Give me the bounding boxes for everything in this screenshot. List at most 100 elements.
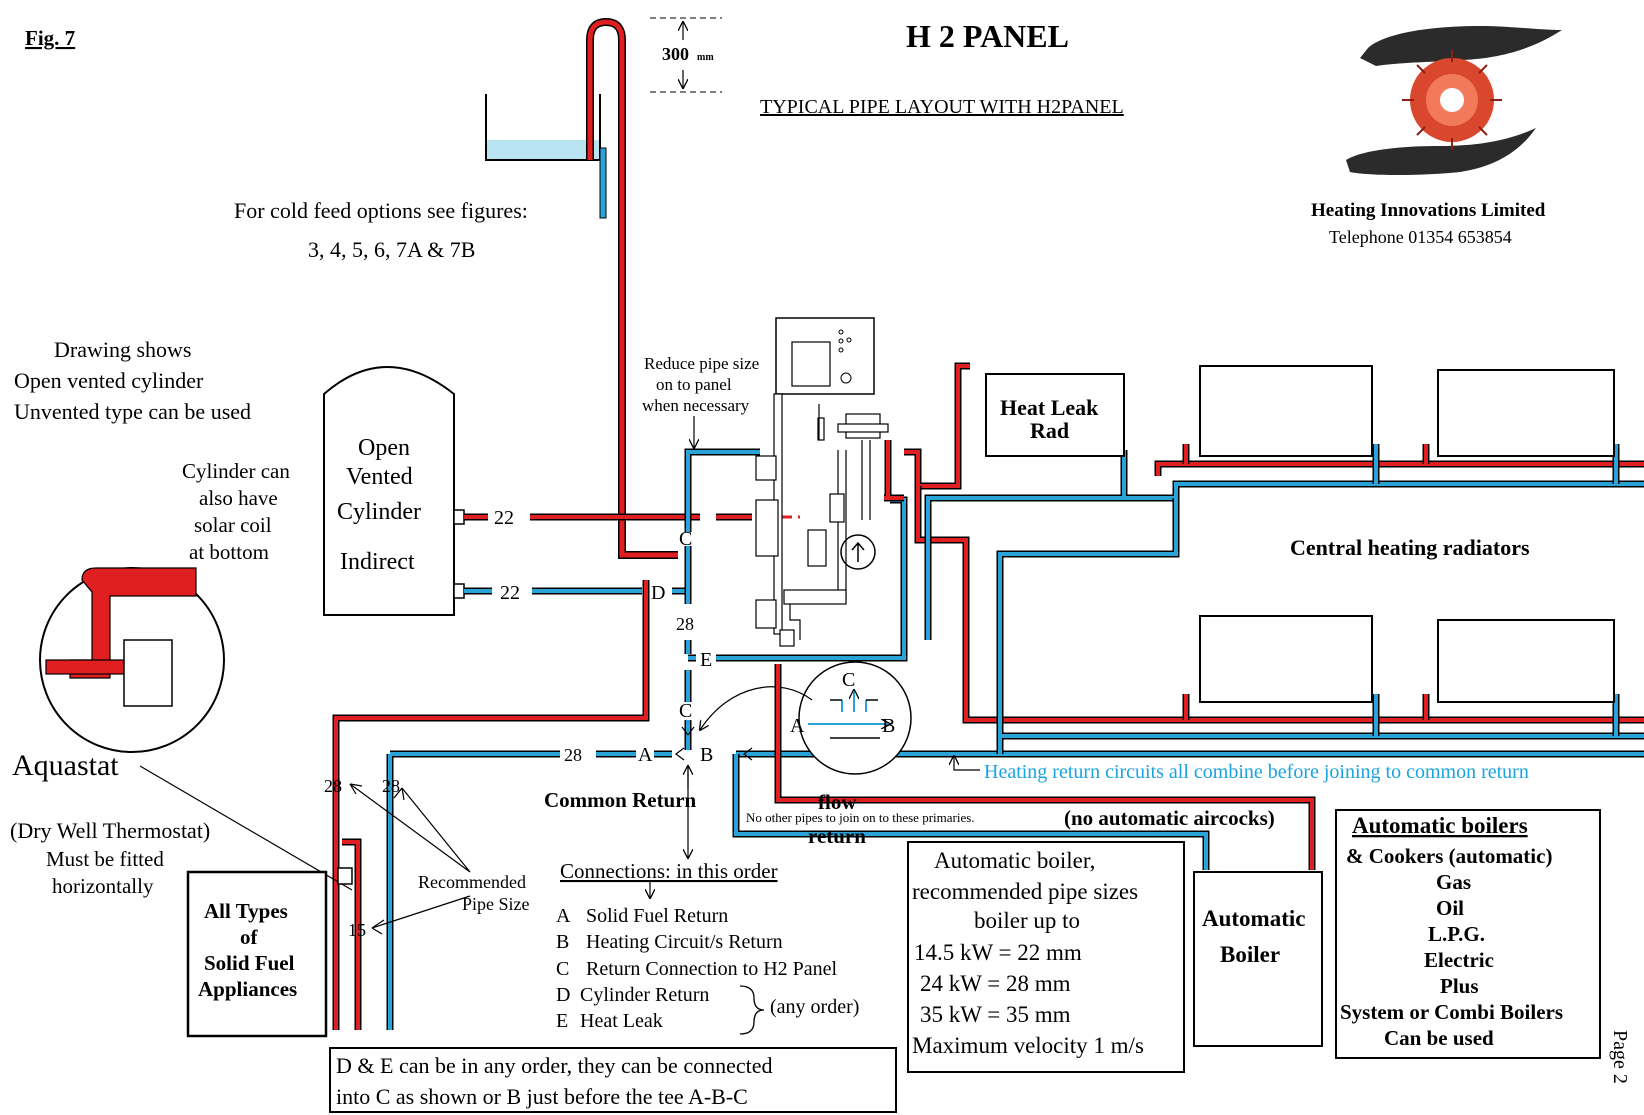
radiator-lower-1 — [1199, 615, 1373, 703]
reduce-note-line1: Reduce pipe size — [644, 354, 759, 373]
recommended-line2: Pipe Size — [462, 894, 530, 914]
auto-sizes-line1: Automatic boiler, — [934, 848, 1095, 873]
aquastat-label: Aquastat — [12, 749, 119, 782]
radiator-upper-2 — [1437, 369, 1615, 457]
recommended-arrows — [349, 783, 471, 929]
cylinder-label-line1: Open — [358, 435, 410, 461]
vertical-return-pipe — [684, 448, 760, 750]
detail-label-a: A — [790, 715, 805, 737]
solar-note-line2: also have — [199, 486, 278, 510]
connection-b-text: Heating Circuit/s Return — [586, 931, 783, 953]
solar-note-line4: at bottom — [189, 540, 269, 564]
cyl-flow-size: 22 — [494, 507, 514, 529]
primary-flow-label: flow — [818, 790, 857, 814]
vent-pipe — [586, 17, 678, 559]
junction-label-d: D — [651, 582, 665, 604]
cold-feed-note-line2: 3, 4, 5, 6, 7A & 7B — [308, 237, 475, 262]
heat-leak-radiator — [985, 373, 1125, 457]
auto-boiler-line2: Boiler — [1220, 942, 1280, 967]
common-return-pipe — [386, 750, 1644, 1030]
primary-return-label: return — [808, 824, 866, 848]
height-dimension: 300 mm — [650, 17, 722, 93]
auto-list-heading: Automatic boilers — [1352, 813, 1528, 838]
sf-return-size: 28 — [382, 776, 400, 796]
auto-sizes-line4: 14.5 kW = 22 mm — [914, 940, 1082, 965]
header-tank — [485, 94, 607, 219]
sf-flow-size: 28 — [324, 776, 342, 796]
any-order-label: (any order) — [770, 996, 859, 1018]
common-return-size: 28 — [564, 745, 582, 765]
cylinder-note-line2: Open vented cylinder — [14, 368, 204, 393]
fig-label: Fig. 7 — [25, 26, 75, 50]
common-return-label: Common Return — [544, 788, 697, 812]
junction-label-e: E — [700, 649, 712, 671]
cold-feed-note-line1: For cold feed options see figures: — [234, 198, 528, 223]
heating-return-pipes — [924, 444, 1644, 754]
solid-fuel-line2: of — [240, 925, 259, 949]
cylinder-label-line3: Cylinder — [337, 499, 421, 525]
company-name: Heating Innovations Limited — [1311, 200, 1546, 221]
aircocks-note: (no automatic aircocks) — [1064, 806, 1275, 830]
auto-sizes-line3: boiler up to — [974, 908, 1080, 933]
boiler-primary-pipes — [732, 664, 1316, 870]
company-logo — [1346, 26, 1562, 175]
cyl-return-size: 22 — [500, 582, 520, 604]
aquastat-detail-circle — [39, 567, 225, 753]
connection-d-text: Cylinder Return — [580, 984, 709, 1006]
connections-heading: Connections: in this order — [560, 859, 778, 883]
cylinder-note-line1: Drawing shows — [54, 337, 192, 362]
tee-label-c-upper: C — [679, 528, 692, 550]
vertical-pipe-size: 28 — [676, 614, 694, 634]
solid-fuel-line3: Solid Fuel — [204, 951, 295, 975]
return-note-arrow — [954, 756, 980, 771]
solid-fuel-line4: Appliances — [198, 977, 297, 1001]
auto-boiler-sizes-box — [907, 841, 1185, 1073]
connection-e-letter: E — [556, 1010, 568, 1032]
heat-leak-line2: Rad — [1030, 418, 1069, 443]
cylinder-label-line4: Indirect — [340, 549, 415, 575]
de-note-line2: into C as shown or B just before the tee… — [336, 1084, 748, 1109]
auto-list-line3: Oil — [1436, 896, 1464, 920]
auto-sizes-line2: recommended pipe sizes — [912, 879, 1138, 904]
connection-b-letter: B — [556, 931, 569, 953]
heat-leak-return-pipe — [688, 496, 908, 662]
reduce-note-line3: when necessary — [642, 396, 750, 415]
reduce-note-line2: on to panel — [656, 375, 732, 394]
auto-list-line6: Plus — [1440, 974, 1479, 998]
aquastat-pointer — [139, 765, 353, 891]
aquastat-pocket — [337, 867, 353, 885]
auto-boilers-list-box — [1335, 809, 1601, 1059]
aquastat-note-line3: horizontally — [52, 874, 154, 898]
auto-sizes-line5: 24 kW = 28 mm — [920, 971, 1071, 996]
tee-label-b: B — [700, 744, 713, 766]
auto-list-line7: System or Combi Boilers — [1340, 1000, 1563, 1024]
connection-d-letter: D — [556, 984, 570, 1006]
page-number: Page 2 — [1609, 1030, 1631, 1084]
page-subtitle: TYPICAL PIPE LAYOUT WITH H2PANEL — [760, 96, 1124, 118]
auto-list-line1: & Cookers (automatic) — [1346, 844, 1552, 868]
tee-detail-circle — [798, 661, 912, 775]
de-note-line1: D & E can be in any order, they can be c… — [336, 1053, 773, 1078]
auto-sizes-line7: Maximum velocity 1 m/s — [912, 1033, 1144, 1058]
heat-leak-line1: Heat Leak — [1000, 395, 1099, 420]
h2-panel-unit — [755, 317, 889, 647]
page-title: H 2 PANEL — [906, 18, 1069, 54]
any-order-brace — [739, 985, 765, 1035]
detail-label-c: C — [842, 669, 855, 691]
aquastat-note-line2: Must be fitted — [46, 847, 164, 871]
heating-flow-pipes — [884, 362, 1644, 724]
height-unit: mm — [697, 52, 714, 63]
cylinder-note-line3: Unvented type can be used — [14, 399, 251, 424]
connection-a-letter: A — [556, 905, 571, 927]
auto-boiler-line1: Automatic — [1202, 906, 1305, 931]
open-vented-cylinder — [323, 366, 465, 616]
auto-sizes-line6: 35 kW = 35 mm — [920, 1002, 1071, 1027]
solid-fuel-appliance — [186, 870, 328, 1038]
connection-a-text: Solid Fuel Return — [586, 905, 728, 927]
recommended-line1: Recommended — [418, 872, 526, 892]
sf-small-size: 15 — [348, 920, 366, 940]
radiators-label: Central heating radiators — [1290, 535, 1530, 560]
solar-note-line3: solar coil — [194, 513, 272, 537]
auto-list-line4: L.P.G. — [1428, 922, 1485, 946]
